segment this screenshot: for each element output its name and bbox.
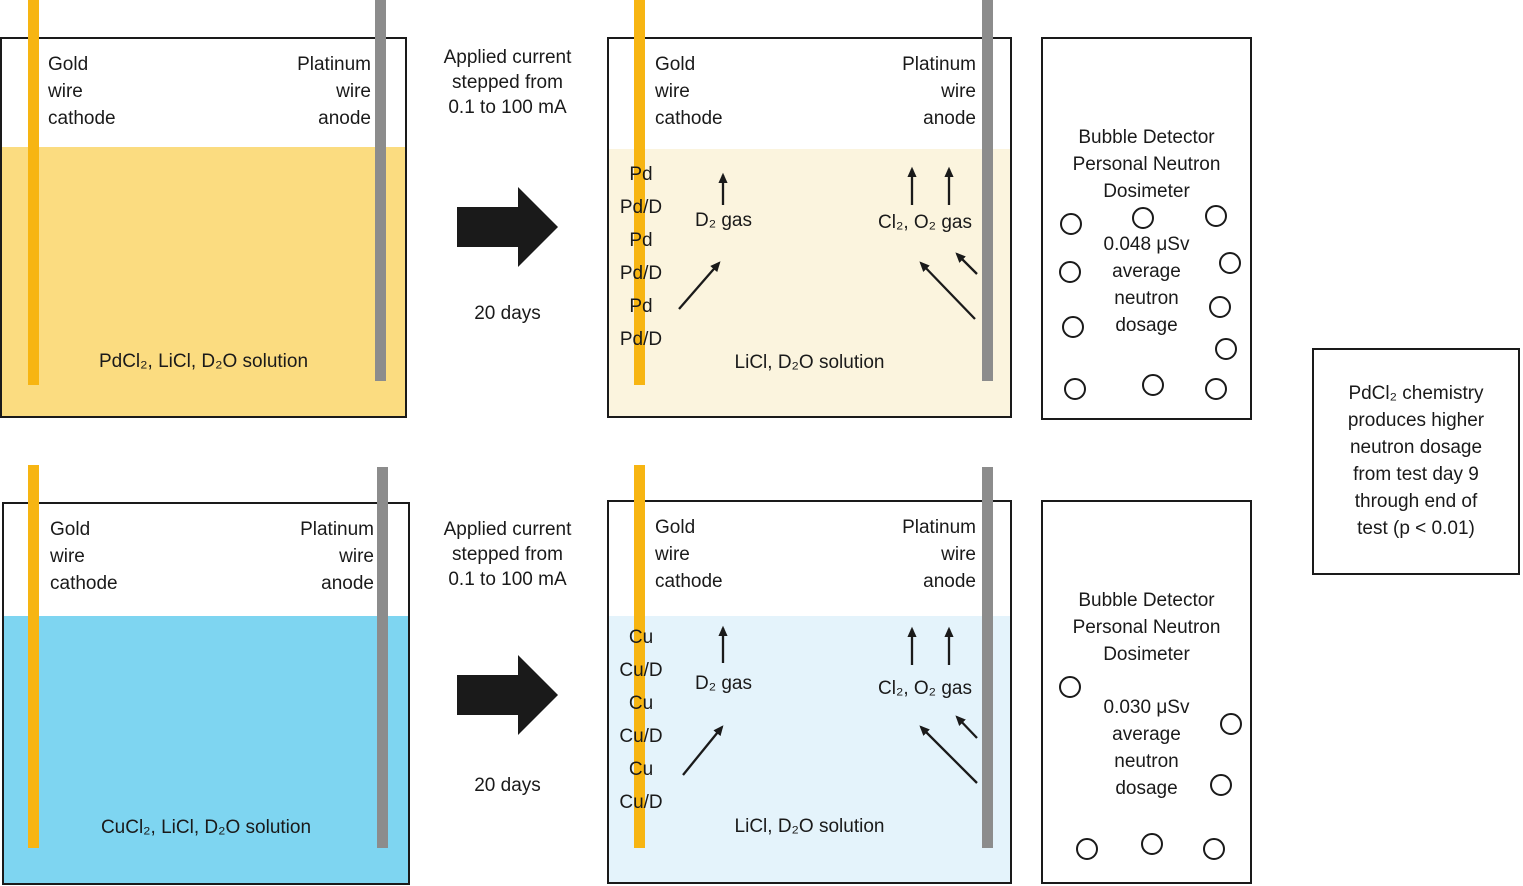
pd-before-beaker <box>0 37 407 418</box>
bubble-icon <box>1203 838 1225 860</box>
platinum-wire-anode <box>377 467 388 848</box>
cucl2-solution-fill <box>4 616 408 883</box>
conclusion-text: PdCl₂ chemistry produces higher neutron … <box>1347 383 1485 539</box>
cu-dosimeter: Bubble Detector Personal Neutron Dosimet… <box>1041 500 1252 884</box>
gold-wire-cathode <box>28 0 39 385</box>
dosimeter-reading: 0.030 μSv average neutron dosage <box>1103 697 1190 799</box>
bubble-icon <box>1059 261 1081 283</box>
gold-wire-cathode <box>634 465 645 848</box>
licl-d2o-solution-fill <box>609 616 1010 882</box>
platinum-wire-anode <box>375 0 386 381</box>
process-arrow-icon <box>457 207 518 247</box>
bubble-icon <box>1141 833 1163 855</box>
dosimeter-title: Bubble Detector Personal Neutron Dosimet… <box>1072 590 1221 665</box>
bubble-icon <box>1064 378 1086 400</box>
conclusion-note: PdCl₂ chemistry produces higher neutron … <box>1312 348 1520 575</box>
pd-dosimeter: Bubble Detector Personal Neutron Dosimet… <box>1041 37 1252 420</box>
process-arrow-head-icon <box>518 655 558 735</box>
dosimeter-title: Bubble Detector Personal Neutron Dosimet… <box>1072 127 1221 202</box>
bubble-icon <box>1205 378 1227 400</box>
pdcl2-solution-fill <box>2 147 405 416</box>
duration-label: 20 days <box>474 303 541 324</box>
bubble-icon <box>1215 338 1237 360</box>
bubble-icon <box>1142 374 1164 396</box>
bubble-icon <box>1062 316 1084 338</box>
bubble-icon <box>1210 774 1232 796</box>
applied-current-label: Applied current stepped from 0.1 to 100 … <box>443 47 572 118</box>
bubble-icon <box>1219 252 1241 274</box>
pd-after-beaker <box>607 37 1012 418</box>
bubble-icon <box>1059 676 1081 698</box>
dosimeter-reading: 0.048 μSv average neutron dosage <box>1103 234 1190 336</box>
bubble-icon <box>1132 207 1154 229</box>
bubble-icon <box>1205 205 1227 227</box>
cu-before-beaker <box>2 502 410 885</box>
bubble-icon <box>1220 713 1242 735</box>
duration-label: 20 days <box>474 775 541 796</box>
licl-d2o-solution-fill <box>609 149 1010 416</box>
process-arrow-head-icon <box>518 187 558 267</box>
platinum-wire-anode <box>982 0 993 381</box>
cu-after-beaker <box>607 500 1012 884</box>
applied-current-label: Applied current stepped from 0.1 to 100 … <box>443 519 572 590</box>
platinum-wire-anode <box>982 467 993 848</box>
gold-wire-cathode <box>28 465 39 848</box>
bubble-icon <box>1060 213 1082 235</box>
gold-wire-cathode <box>634 0 645 385</box>
bubble-icon <box>1076 838 1098 860</box>
process-arrow-icon <box>457 675 518 715</box>
bubble-icon <box>1209 296 1231 318</box>
